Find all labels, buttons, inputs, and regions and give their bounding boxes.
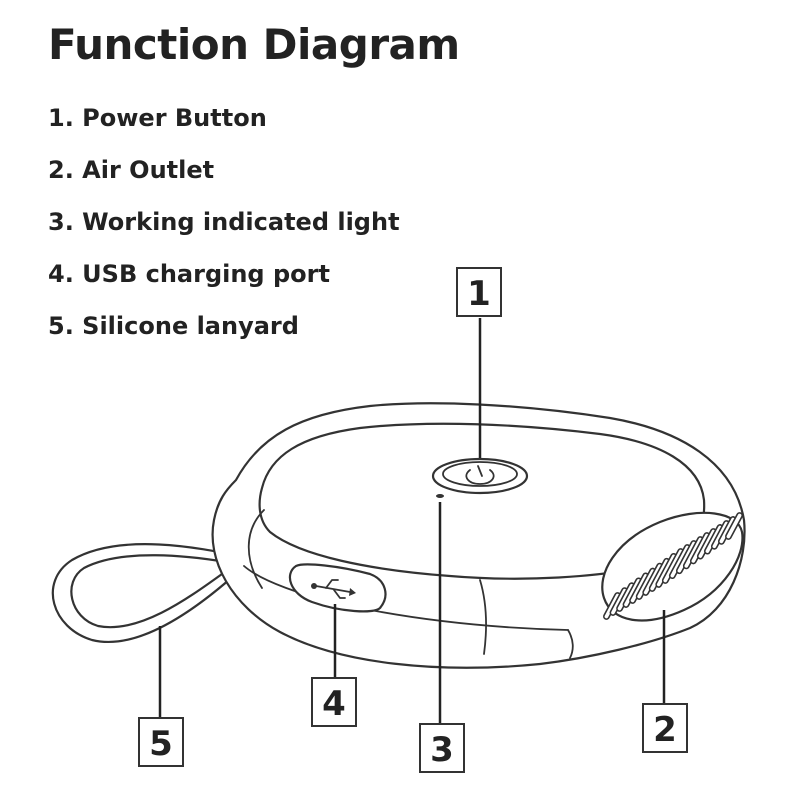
callout-5: 5: [138, 717, 184, 767]
callout-3: 3: [419, 723, 465, 773]
legend-item-lanyard: 5. Silicone lanyard: [48, 312, 299, 340]
power-button: [431, 457, 529, 495]
callout-2: 2: [642, 703, 688, 753]
callout-4-number: 4: [322, 684, 346, 724]
callout-5-number: 5: [149, 724, 173, 764]
air-outlet-slots: [603, 512, 743, 620]
page-title: Function Diagram: [48, 20, 460, 69]
callout-1: 1: [456, 267, 502, 317]
legend-item-usb-port: 4. USB charging port: [48, 260, 330, 288]
legend-item-indicator-light: 3. Working indicated light: [48, 208, 400, 236]
air-outlet: [601, 511, 744, 622]
usb-charging-port: [288, 563, 387, 613]
callout-2-number: 2: [653, 710, 677, 750]
power-icon: [465, 465, 495, 485]
silicone-lanyard: [51, 543, 242, 643]
callout-4: 4: [311, 677, 357, 727]
legend-list: 1. Power Button 2. Air Outlet 3. Working…: [48, 92, 400, 352]
legend-item-air-outlet: 2. Air Outlet: [48, 156, 215, 184]
air-outlet-slot: [725, 512, 743, 540]
usb-icon: [311, 579, 356, 599]
callout-1-number: 1: [467, 274, 491, 314]
callout-3-number: 3: [430, 730, 454, 770]
working-indicator-light: [436, 494, 444, 498]
legend-item-power-button: 1. Power Button: [48, 104, 267, 132]
